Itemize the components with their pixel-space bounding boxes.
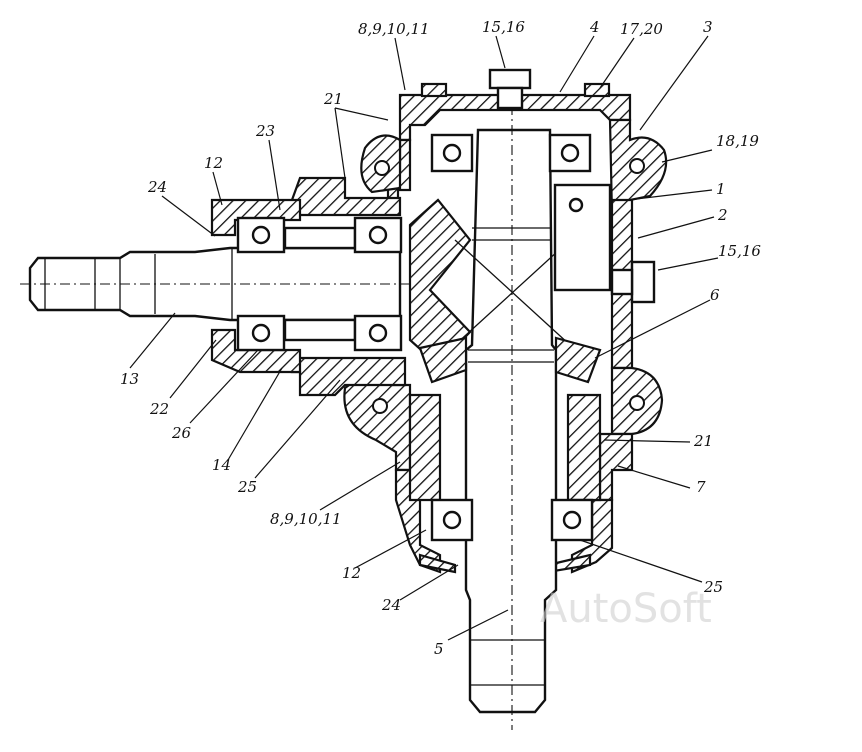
callout-15-16-top: 15,16: [482, 18, 525, 36]
watermark: AutoSoft: [540, 586, 712, 632]
callout-23: 23: [255, 122, 275, 140]
ring-gear: [418, 183, 612, 384]
callout-4: 4: [589, 18, 600, 36]
callout-6: 6: [710, 286, 720, 304]
bevel-pinion: [408, 198, 472, 367]
input-bearing-outer: [236, 216, 286, 352]
callout-2: 2: [717, 206, 728, 224]
callout-25-left: 25: [237, 478, 257, 496]
housing: [210, 82, 668, 574]
callout-24-left: 24: [147, 178, 167, 196]
callout-22: 22: [149, 400, 169, 418]
callout-25-right: 25: [703, 578, 723, 596]
callout-13: 13: [120, 370, 139, 388]
callout-5: 5: [434, 640, 444, 658]
callout-26: 26: [171, 424, 192, 442]
callout-8-9-10-11-bottom: 8,9,10,11: [270, 510, 342, 528]
callout-7: 7: [696, 478, 706, 496]
callout-12-left: 12: [204, 154, 223, 172]
output-bearing-top: [430, 133, 592, 173]
callout-17-20: 17,20: [620, 20, 663, 38]
callout-3: 3: [703, 18, 713, 36]
callout-8-9-10-11-top: 8,9,10,11: [358, 20, 430, 38]
callout-12-bottom: 12: [342, 564, 361, 582]
callout-21-right: 21: [693, 432, 713, 450]
leader-lines: [129, 35, 719, 641]
input-bearing-inner: [353, 216, 403, 352]
output-bearing-bottom: [430, 498, 594, 542]
callout-labels: 8,9,10,11 15,16 4 17,20 3 21 23 12 24 18…: [120, 18, 761, 658]
top-bolt: [488, 68, 532, 110]
callout-14: 14: [212, 456, 231, 474]
callout-24-bottom: 24: [381, 596, 401, 614]
callout-18-19: 18,19: [716, 132, 759, 150]
callout-1: 1: [716, 180, 726, 198]
output-shaft: [454, 105, 571, 730]
side-plug: [610, 260, 656, 304]
callout-21-top: 21: [323, 90, 343, 108]
callout-15-16-right: 15,16: [718, 242, 761, 260]
